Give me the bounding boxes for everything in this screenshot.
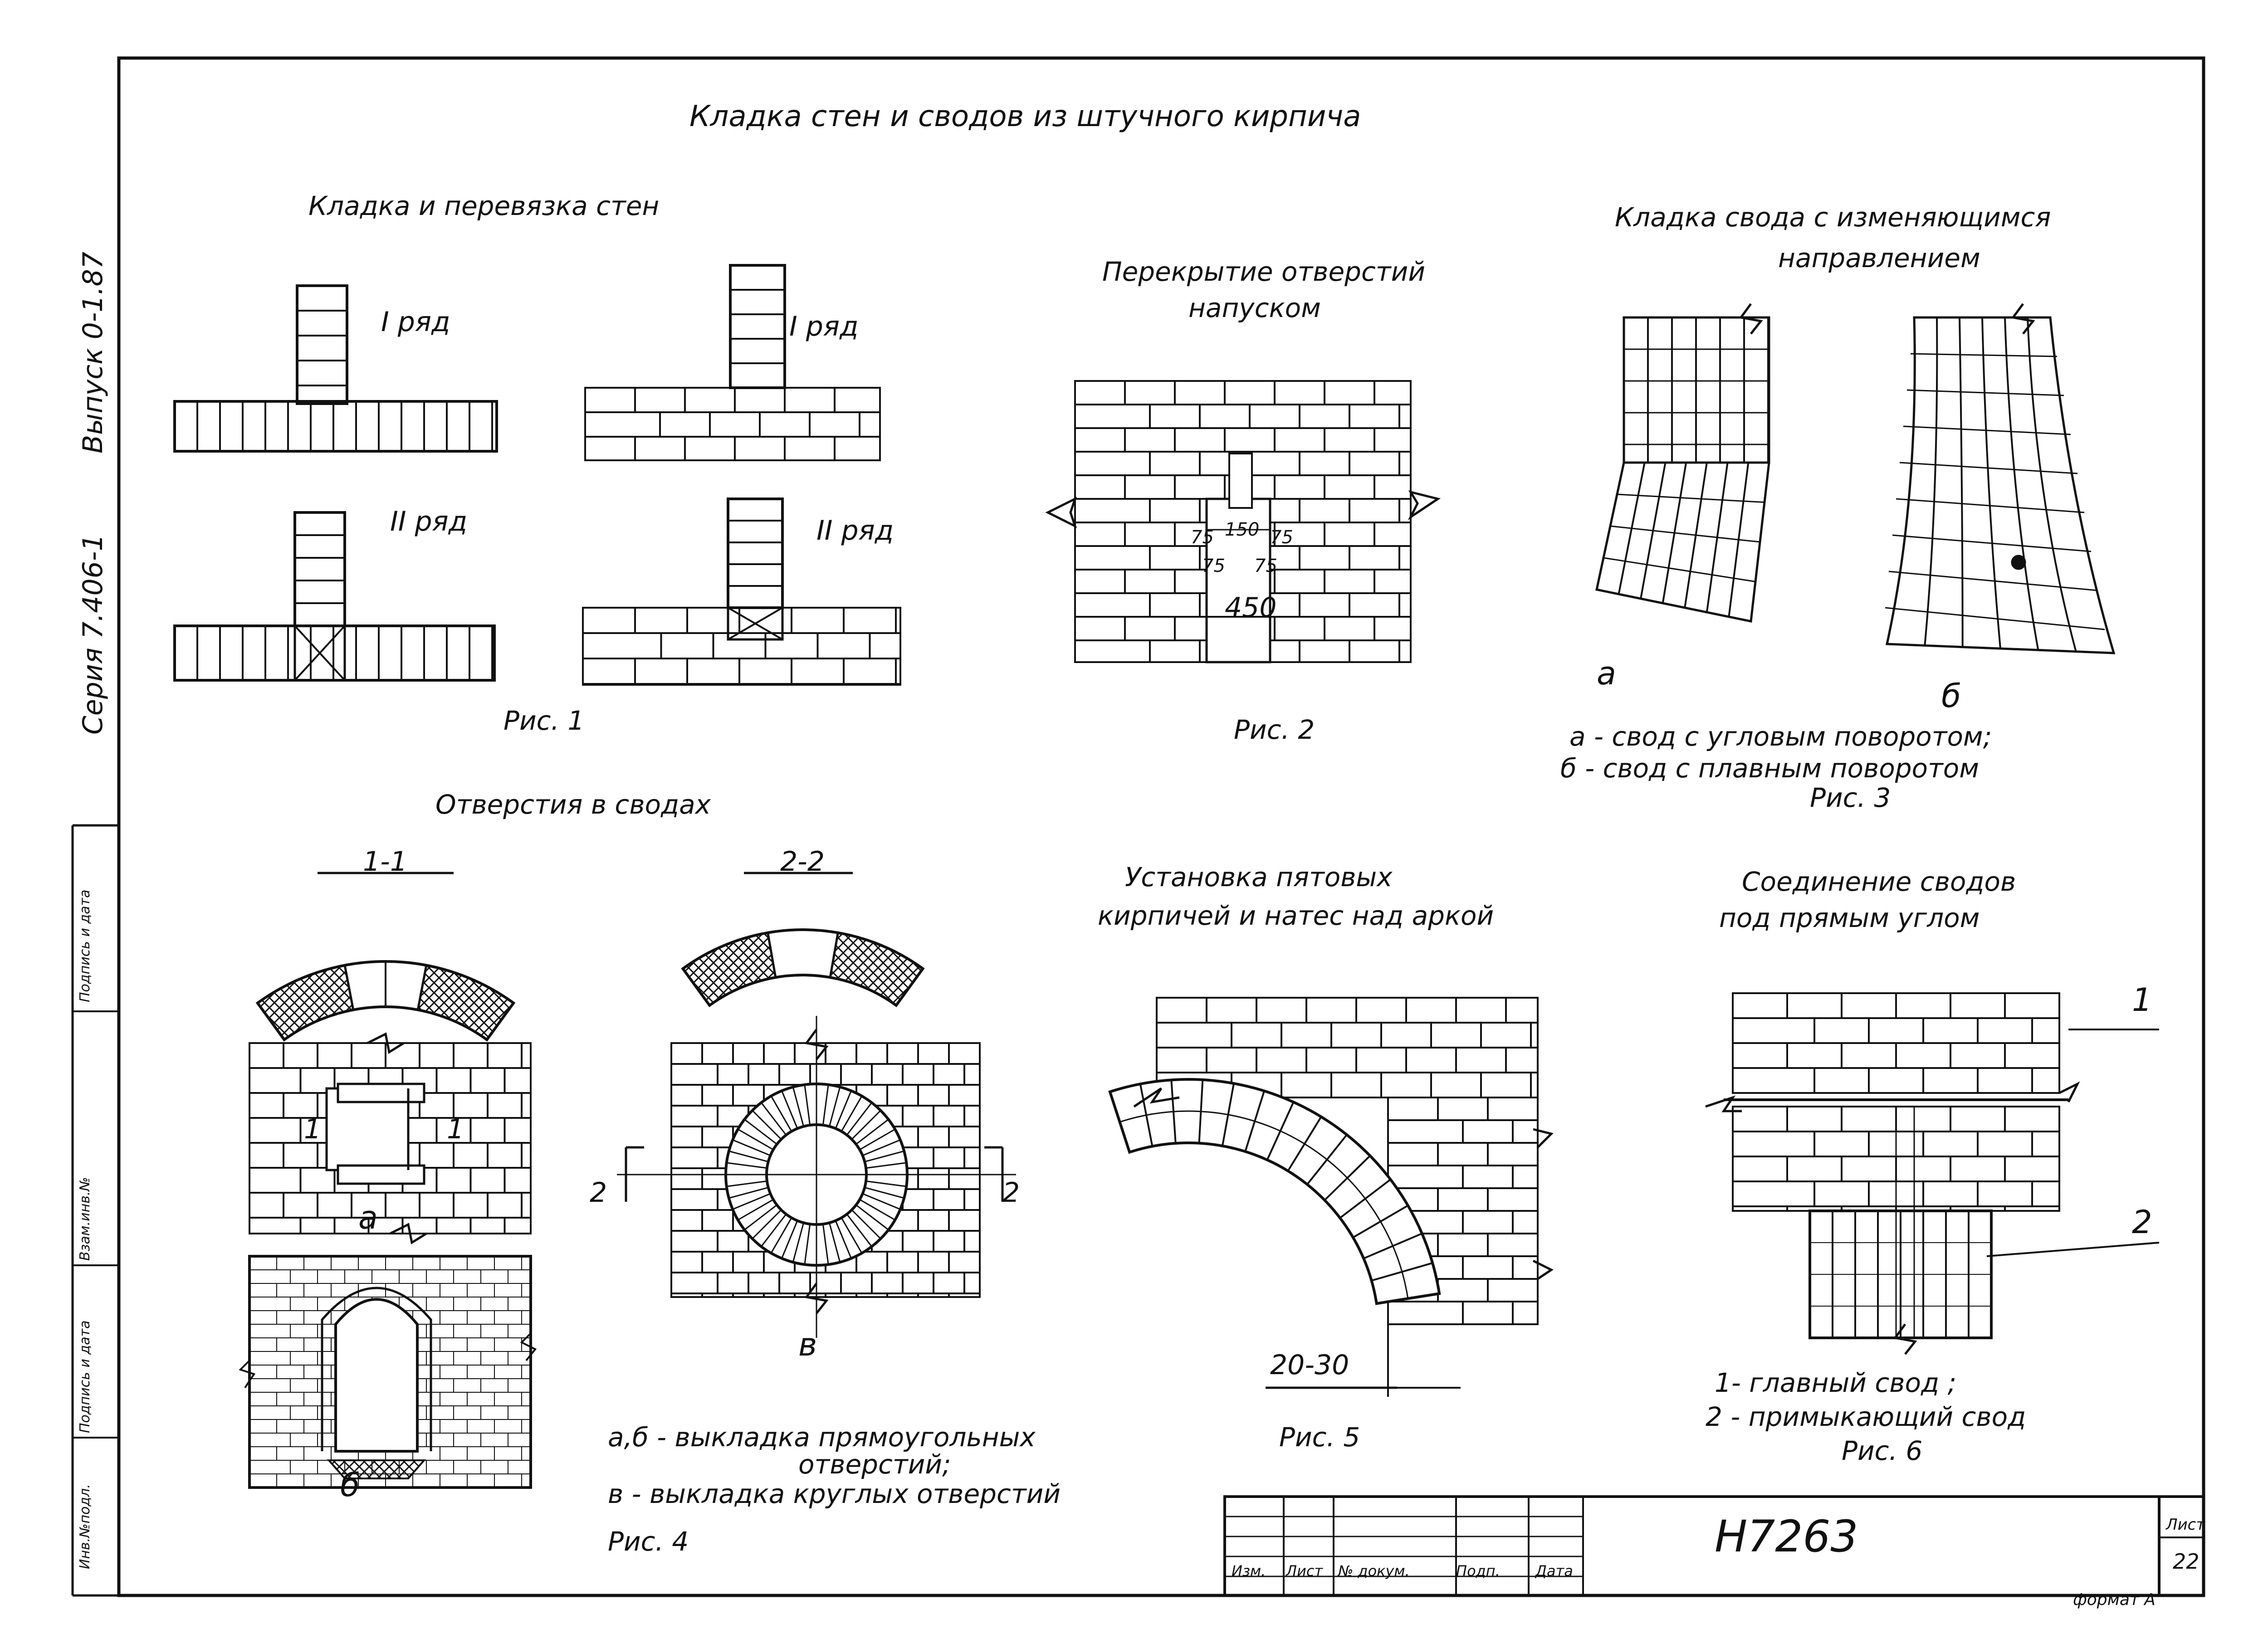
fig4-mark-2-right: 2 bbox=[1002, 1177, 1020, 1209]
fig2-opening-overlap bbox=[1045, 380, 1441, 663]
fig6-vault-junction bbox=[1705, 992, 2160, 1355]
fig4-mark-1-right: 1 bbox=[447, 1113, 464, 1145]
tb-col-izm: Изм. bbox=[1232, 1562, 1266, 1580]
side-col-inv: Инв.№подл. bbox=[77, 1484, 93, 1569]
fig4-heading: Отверстия в сводах bbox=[435, 789, 711, 820]
fig1-row2-left: II ряд bbox=[390, 506, 468, 537]
fig1-caption: Рис. 1 bbox=[503, 705, 585, 736]
fig5-heading-1: Установка пятовых bbox=[1125, 862, 1393, 893]
fig3-label-b: б bbox=[1941, 678, 1961, 715]
tb-sheet-no: 22 bbox=[2173, 1549, 2200, 1574]
side-series: Серия 7.406-1 bbox=[77, 534, 109, 735]
fig5-dim: 20-30 bbox=[1270, 1349, 1349, 1381]
side-col-sign1: Подпись и дата bbox=[77, 1320, 93, 1434]
fig3-legend-a: а - свод с угловым поворотом; bbox=[1569, 721, 1992, 752]
fig6-heading-1: Соединение сводов bbox=[1742, 866, 2016, 897]
fig3-legend-b: б - свод с плавным поворотом bbox=[1560, 753, 1980, 784]
fig3-heading-1: Кладка свода с изменяющимся bbox=[1615, 202, 2051, 233]
fig1-wall-bonding bbox=[173, 264, 901, 686]
tb-drawing-no: Н7263 bbox=[1715, 1511, 1858, 1562]
fig3-label-a: а bbox=[1597, 655, 1616, 692]
fig4-mark-2-left: 2 bbox=[590, 1177, 607, 1209]
tb-col-list: Лист bbox=[1286, 1562, 1323, 1580]
side-issue: Выпуск 0-1.87 bbox=[77, 252, 109, 454]
fig4-label-v: в bbox=[798, 1326, 817, 1363]
title-block bbox=[1223, 1495, 2205, 1597]
side-col-replace: Взам.инв.№ bbox=[77, 1177, 93, 1261]
tb-col-podp: Подп. bbox=[1456, 1562, 1500, 1580]
tb-sheet-label: Лист bbox=[2166, 1516, 2205, 1534]
fig4-section-22: 2-2 bbox=[780, 846, 825, 878]
fig4-label-a: а bbox=[358, 1199, 378, 1236]
fig3-caption: Рис. 3 bbox=[1810, 782, 1891, 813]
fig2-dim-150: 150 bbox=[1225, 519, 1260, 540]
fig3-turning-vault bbox=[1595, 303, 2116, 654]
fig2-heading-2: напуском bbox=[1188, 293, 1321, 323]
fig4-section-11: 1-1 bbox=[363, 846, 407, 878]
fig4-legend-3: в - выкладка круглых отверстий bbox=[608, 1478, 1061, 1509]
fig2-heading-1: Перекрытие отверстий bbox=[1102, 256, 1426, 287]
fig6-heading-2: под прямым углом bbox=[1719, 902, 1980, 933]
fig6-mark-1: 1 bbox=[2132, 981, 2152, 1019]
fig1-row2-right: II ряд bbox=[816, 515, 894, 546]
fig5-caption: Рис. 5 bbox=[1279, 1422, 1360, 1453]
fig1-row1-left: I ряд bbox=[381, 306, 450, 338]
fig6-legend-2: 2 - примыкающий свод bbox=[1706, 1401, 2026, 1432]
fig6-legend-1: 1- главный свод ; bbox=[1715, 1367, 1957, 1398]
side-col-sign2: Подпись и дата bbox=[77, 889, 93, 1003]
sheet-frame bbox=[71, 56, 2205, 1597]
fig4-legend-1: а,б - выкладка прямоугольных bbox=[608, 1422, 1036, 1453]
fig5-heading-2: кирпичей и натес над аркой bbox=[1098, 900, 1494, 931]
fig4-vault-openings bbox=[239, 872, 1016, 1489]
tb-format: формат А bbox=[2073, 1590, 2156, 1609]
fig6-caption: Рис. 6 bbox=[1842, 1435, 1923, 1466]
tb-col-doc: № докум. bbox=[1338, 1562, 1410, 1580]
fig6-mark-2: 2 bbox=[2132, 1204, 2152, 1241]
tb-col-date: Дата bbox=[1535, 1562, 1573, 1580]
fig2-dim-75c: 75 bbox=[1202, 556, 1225, 576]
fig4-legend-2: отверстий; bbox=[798, 1449, 951, 1480]
fig2-caption: Рис. 2 bbox=[1234, 714, 1315, 745]
fig4-mark-1-left: 1 bbox=[304, 1113, 322, 1145]
sheet-title: Кладка стен и сводов из штучного кирпича bbox=[689, 100, 1361, 133]
fig2-dim-450: 450 bbox=[1225, 592, 1277, 624]
fig2-dim-75a: 75 bbox=[1191, 527, 1214, 548]
fig4-caption: Рис. 4 bbox=[608, 1526, 689, 1557]
fig5-arch-skewback bbox=[1108, 997, 1554, 1397]
fig2-dim-75b: 75 bbox=[1270, 527, 1293, 548]
fig3-heading-2: направлением bbox=[1778, 243, 1980, 273]
fig4-label-b: б bbox=[340, 1467, 360, 1504]
fig1-row1-right: I ряд bbox=[789, 311, 859, 342]
fig2-dim-75d: 75 bbox=[1254, 556, 1277, 576]
fig1-heading: Кладка и перевязка стен bbox=[308, 190, 660, 221]
